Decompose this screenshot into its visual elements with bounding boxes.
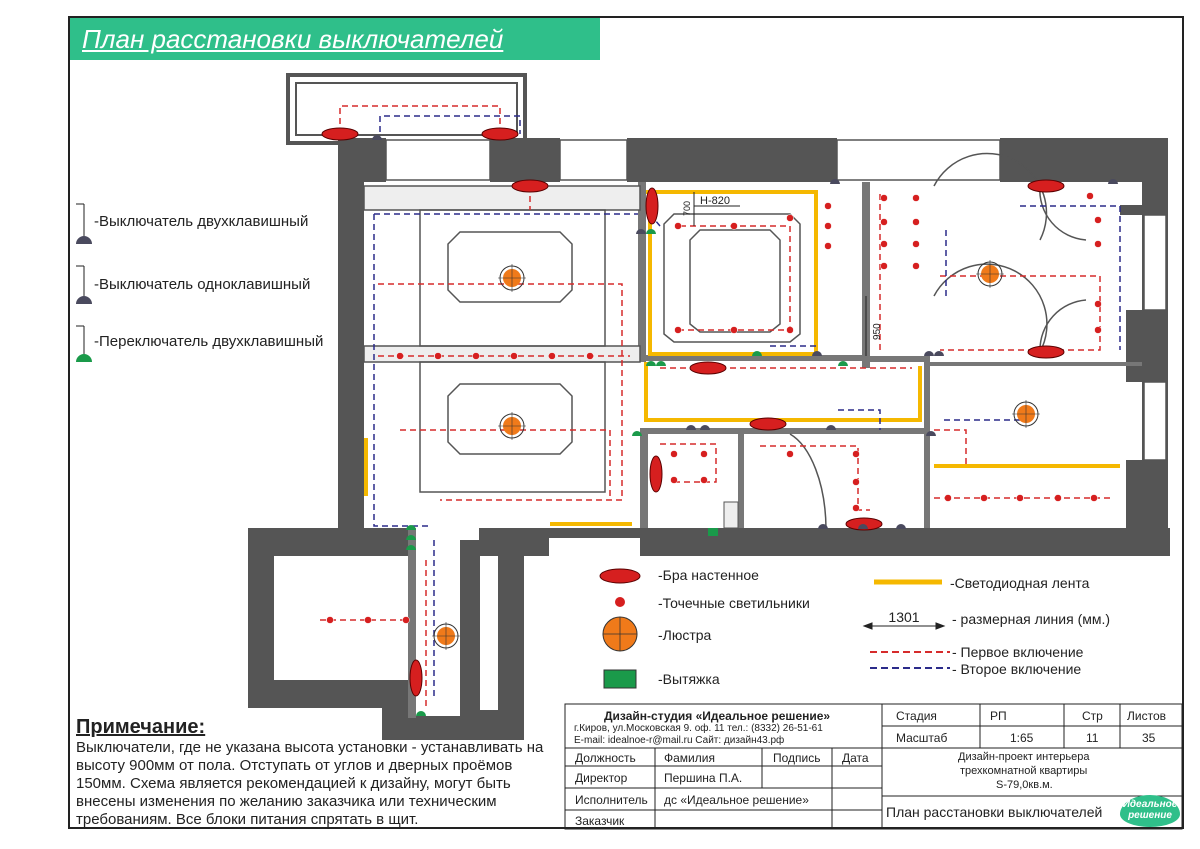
stamp-row1-name: Першина П.А. xyxy=(664,771,743,785)
stamp-stage-value: РП xyxy=(990,709,1007,723)
led-strips xyxy=(364,190,1120,526)
hood-icon xyxy=(603,669,637,689)
single-switch-icon xyxy=(76,265,92,304)
stamp-row3-role: Заказчик xyxy=(575,814,625,828)
stamp-stage-label: Стадия xyxy=(896,709,937,723)
stamp-scale-label: Масштаб xyxy=(896,731,948,745)
note-body: Выключатели, где не указана высота устан… xyxy=(76,739,544,828)
legend-double-switch: -Выключатель двухклавишный xyxy=(94,213,309,230)
legend-sconce: -Бра настенное xyxy=(658,567,759,583)
dim-line-value: 1301 xyxy=(888,609,919,625)
legend-spotlight: -Точечные светильники xyxy=(658,595,810,611)
two-way-switch-icon xyxy=(76,325,92,362)
stamp-sheet-title: План расстановки выключателей xyxy=(886,804,1103,820)
dim-950: 950 xyxy=(872,323,883,340)
legend-single-switch: -Выключатель одноклавишный xyxy=(94,276,311,293)
chandelier-icon xyxy=(602,616,638,652)
stamp-address: г.Киров, ул.Московская 9. оф. 11 тел.: (… xyxy=(574,723,823,734)
chandelier-bedroom xyxy=(976,260,1004,288)
stamp-col-sign: Подпись xyxy=(773,751,821,765)
walls xyxy=(248,138,1170,740)
dimension-marks xyxy=(693,192,867,356)
stamp-sheets-label: Листов xyxy=(1127,709,1166,723)
stamp-page-label: Стр xyxy=(1082,709,1103,723)
legend-led-strip: -Светодиодная лента xyxy=(950,575,1090,591)
chandelier-living-1 xyxy=(498,264,526,292)
stamp-sheets-value: 35 xyxy=(1142,731,1156,745)
wall-sconces xyxy=(321,127,1065,697)
spotlight-icon xyxy=(615,597,625,607)
double-switch-icon xyxy=(76,203,92,244)
dim-h820: H-820 xyxy=(700,195,730,207)
partitions xyxy=(408,182,1142,718)
legend-dimension-line: - размерная линия (мм.) xyxy=(952,611,1111,627)
stamp-company: Дизайн-студия «Идеальное решение» xyxy=(604,709,831,723)
legend-two-way-switch: -Переключатель двухклавишный xyxy=(94,333,324,350)
note-title: Примечание: xyxy=(76,716,206,738)
legend-first-circuit: - Первое включение xyxy=(952,644,1084,660)
stamp-col-date: Дата xyxy=(842,751,869,765)
dim-700: 700 xyxy=(682,201,692,216)
chandelier-living-2 xyxy=(498,412,526,440)
stamp-scale-value: 1:65 xyxy=(1010,731,1034,745)
stamp-project-line1: Дизайн-проект интерьера xyxy=(958,751,1090,763)
page-title: План расстановки выключателей xyxy=(82,24,504,54)
wall-sconce-icon xyxy=(599,568,641,584)
legend-hood: -Вытяжка xyxy=(658,671,720,687)
title-block-grid xyxy=(564,703,1183,830)
second-circuit-lines xyxy=(373,115,1121,700)
chandeliers xyxy=(432,260,1040,650)
chandelier-hall xyxy=(432,622,460,650)
dimension-line-icon xyxy=(862,622,946,630)
chandelier-room xyxy=(1012,400,1040,428)
stamp-project-line2: трехкомнатной квартиры xyxy=(960,765,1088,777)
legend-chandelier: -Люстра xyxy=(658,627,712,643)
stamp-col-role: Должность xyxy=(575,751,636,765)
stamp-project-line3: S-79,0кв.м. xyxy=(996,779,1053,791)
switches xyxy=(372,135,1118,716)
stamp-row2-role: Исполнитель xyxy=(575,793,648,807)
drawing-frame xyxy=(68,16,1184,829)
company-logo: Идеальное решение xyxy=(1120,795,1180,827)
stamp-contacts: E-mail: idealnoe-r@mail.ru Сайт: дизайн4… xyxy=(574,735,785,746)
spotlights xyxy=(326,192,1102,624)
stamp-row2-name: дс «Идеальное решение» xyxy=(664,793,809,807)
legend-second-circuit: - Второе включение xyxy=(952,661,1082,677)
title-banner: План расстановки выключателей xyxy=(70,18,600,60)
stamp-col-name: Фамилия xyxy=(664,751,715,765)
stamp-page-value: 11 xyxy=(1086,731,1099,745)
ceiling-outlines xyxy=(363,152,1087,529)
windows xyxy=(385,139,1167,461)
stamp-row1-role: Директор xyxy=(575,771,628,785)
